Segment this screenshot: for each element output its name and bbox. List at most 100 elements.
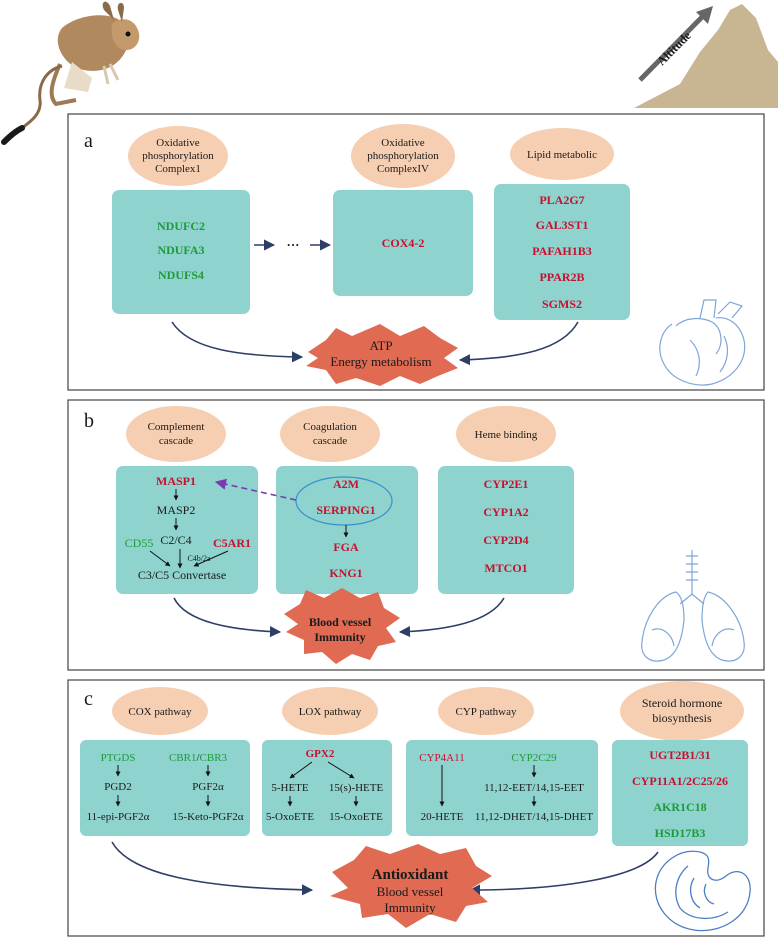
category-line: Heme binding: [475, 429, 538, 441]
panel-c-category-4: Steroid hormone biosynthesis: [620, 681, 744, 741]
flow-arrow: [173, 597, 282, 638]
gene-label: A2M: [333, 477, 359, 491]
gene-label: CBR1: [169, 752, 197, 764]
outcome-line: Antioxidant: [372, 867, 449, 883]
category-line: ComplexIV: [377, 163, 429, 175]
flow-arrow: [468, 851, 659, 896]
gene-label: CYP2C29: [511, 752, 557, 764]
category-line: LOX pathway: [299, 706, 362, 718]
outcome-line: Energy metabolism: [330, 354, 431, 369]
gene-label: GAL3ST1: [536, 218, 589, 232]
gene-label: PAFAH1B3: [532, 244, 592, 258]
gene-label: COX4-2: [382, 236, 425, 250]
gene-label: UGT2B1/31: [649, 748, 710, 762]
panel-b-box-heme: CYP2E1 CYP1A2 CYP2D4 MTCO1: [438, 466, 574, 594]
panel-c-box-cyp: CYP4A11 CYP2C29 11,12-EET/14,15-EET 20-H…: [406, 740, 598, 836]
ellipsis-label: ···: [286, 237, 299, 252]
gene-label: NDUFA3: [157, 243, 204, 257]
metabolite-label: C3/C5 Convertase: [138, 568, 226, 582]
category-line: Steroid hormone: [642, 696, 722, 710]
gene-label: PPAR2B: [539, 270, 584, 284]
mountain-illustration: Altitude: [634, 4, 778, 108]
category-line: Complex1: [155, 163, 201, 175]
gene-pair: CBR1/CBR3: [169, 752, 228, 764]
panel-b-outcome: Blood vessel Immunity: [284, 588, 400, 664]
metabolite-label: 11,12-DHET/14,15-DHET: [475, 811, 593, 823]
panel-a-letter: a: [84, 130, 93, 152]
outcome-line: Blood vessel: [309, 615, 372, 629]
gene-label: KNG1: [329, 566, 362, 580]
category-line: cascade: [159, 435, 193, 447]
flow-arrow: [171, 321, 304, 363]
category-line: Lipid metabolic: [527, 149, 597, 161]
gene-label: AKR1C18: [653, 800, 706, 814]
panel-b-box-complement: MASP1 MASP2 C2/C4 CD55 C5AR1 C4b/2a C3/C…: [116, 466, 258, 594]
panel-b-frame: [67, 399, 765, 671]
panel-a-category-2: Oxidative phosphorylation ComplexIV: [351, 124, 455, 188]
gene-label: PTGDS: [101, 752, 136, 764]
gene-label: FGA: [333, 540, 359, 554]
panel-a-box-lipid: PLA2G7 GAL3ST1 PAFAH1B3 PPAR2B SGMS2: [494, 184, 630, 320]
altitude-label: Altitude: [654, 28, 694, 68]
category-line: Oxidative: [381, 137, 424, 149]
outcome-line: ATP: [369, 338, 392, 353]
panel-a-category-3: Lipid metabolic: [510, 128, 614, 180]
category-line: biosynthesis: [652, 711, 712, 725]
panel-a-frame: [67, 113, 765, 391]
category-line: cascade: [313, 435, 347, 447]
category-line: Complement: [148, 421, 205, 433]
category-line: CYP pathway: [455, 706, 517, 718]
gene-label: MASP1: [156, 474, 196, 488]
panel-c-outcome: Antioxidant Blood vessel Immunity: [330, 844, 492, 928]
metabolite-label: 20-HETE: [421, 811, 464, 823]
metabolite-label: 5-HETE: [271, 782, 309, 794]
gene-label: PLA2G7: [539, 193, 584, 207]
panel-c-frame: [67, 679, 765, 937]
gene-label: NDUFC2: [157, 219, 205, 233]
category-line: Oxidative: [156, 137, 199, 149]
gene-label: CBR3: [200, 752, 228, 764]
metabolite-label: PGF2α: [192, 781, 224, 793]
metabolite-label: PGD2: [104, 781, 132, 793]
dashed-link: [214, 478, 297, 501]
panel-c-box-steroid: UGT2B1/31 CYP11A1/2C25/26 AKR1C18 HSD17B…: [612, 740, 748, 846]
outcome-line: Immunity: [314, 630, 365, 644]
category-line: COX pathway: [128, 706, 192, 718]
category-line: phosphorylation: [367, 150, 439, 162]
metabolite-label: C4b/2a: [187, 554, 211, 563]
panel-b-category-3: Heme binding: [456, 406, 556, 462]
metabolite-label: MASP2: [157, 503, 196, 517]
heart-icon: [659, 299, 746, 386]
outcome-line: Blood vessel: [377, 884, 444, 899]
metabolite-label: 11-epi-PGF2α: [87, 811, 150, 823]
metabolite-label: 15(s)-HETE: [329, 782, 384, 794]
panel-a-box-complex4: COX4-2: [333, 190, 473, 296]
gene-label: CD55: [125, 536, 154, 550]
outcome-line: Immunity: [384, 900, 436, 915]
panel-a-box-complex1: NDUFC2 NDUFA3 NDUFS4: [112, 190, 250, 314]
gene-label: HSD17B3: [655, 826, 706, 840]
gene-label: CYP4A11: [419, 752, 464, 764]
gene-label: CYP2D4: [483, 533, 528, 547]
gene-label: NDUFS4: [158, 268, 204, 282]
panel-b-letter: b: [84, 410, 94, 432]
panel-c-box-cox: PTGDS CBR1/CBR3 PGD2 PGF2α 11-epi-PGF2α …: [80, 740, 250, 836]
flow-arrow: [111, 841, 314, 896]
gene-label: CYP2E1: [484, 477, 529, 491]
panel-c-category-2: LOX pathway: [282, 687, 378, 735]
panel-a-category-1: Oxidative phosphorylation Complex1: [128, 126, 228, 186]
kidney-icon: [654, 850, 751, 932]
gene-label: SGMS2: [542, 297, 582, 311]
panel-c-box-lox: GPX2 5-HETE 15(s)-HETE 5-OxoETE 15-OxoET…: [262, 740, 392, 836]
flow-arrow: [398, 597, 505, 638]
category-line: Coagulation: [303, 421, 357, 433]
panel-a-outcome: ATP Energy metabolism: [306, 324, 458, 386]
jerboa-illustration: [1, 1, 140, 145]
panel-c-category-3: CYP pathway: [438, 687, 534, 735]
gene-label: MTCO1: [484, 561, 527, 575]
panel-c-category-1: COX pathway: [112, 687, 208, 735]
metabolite-label: 15-Keto-PGF2α: [172, 811, 243, 823]
panel-b-box-coagulation: A2M SERPING1 FGA KNG1: [276, 466, 418, 594]
metabolite-label: 15-OxoETE: [329, 811, 383, 823]
